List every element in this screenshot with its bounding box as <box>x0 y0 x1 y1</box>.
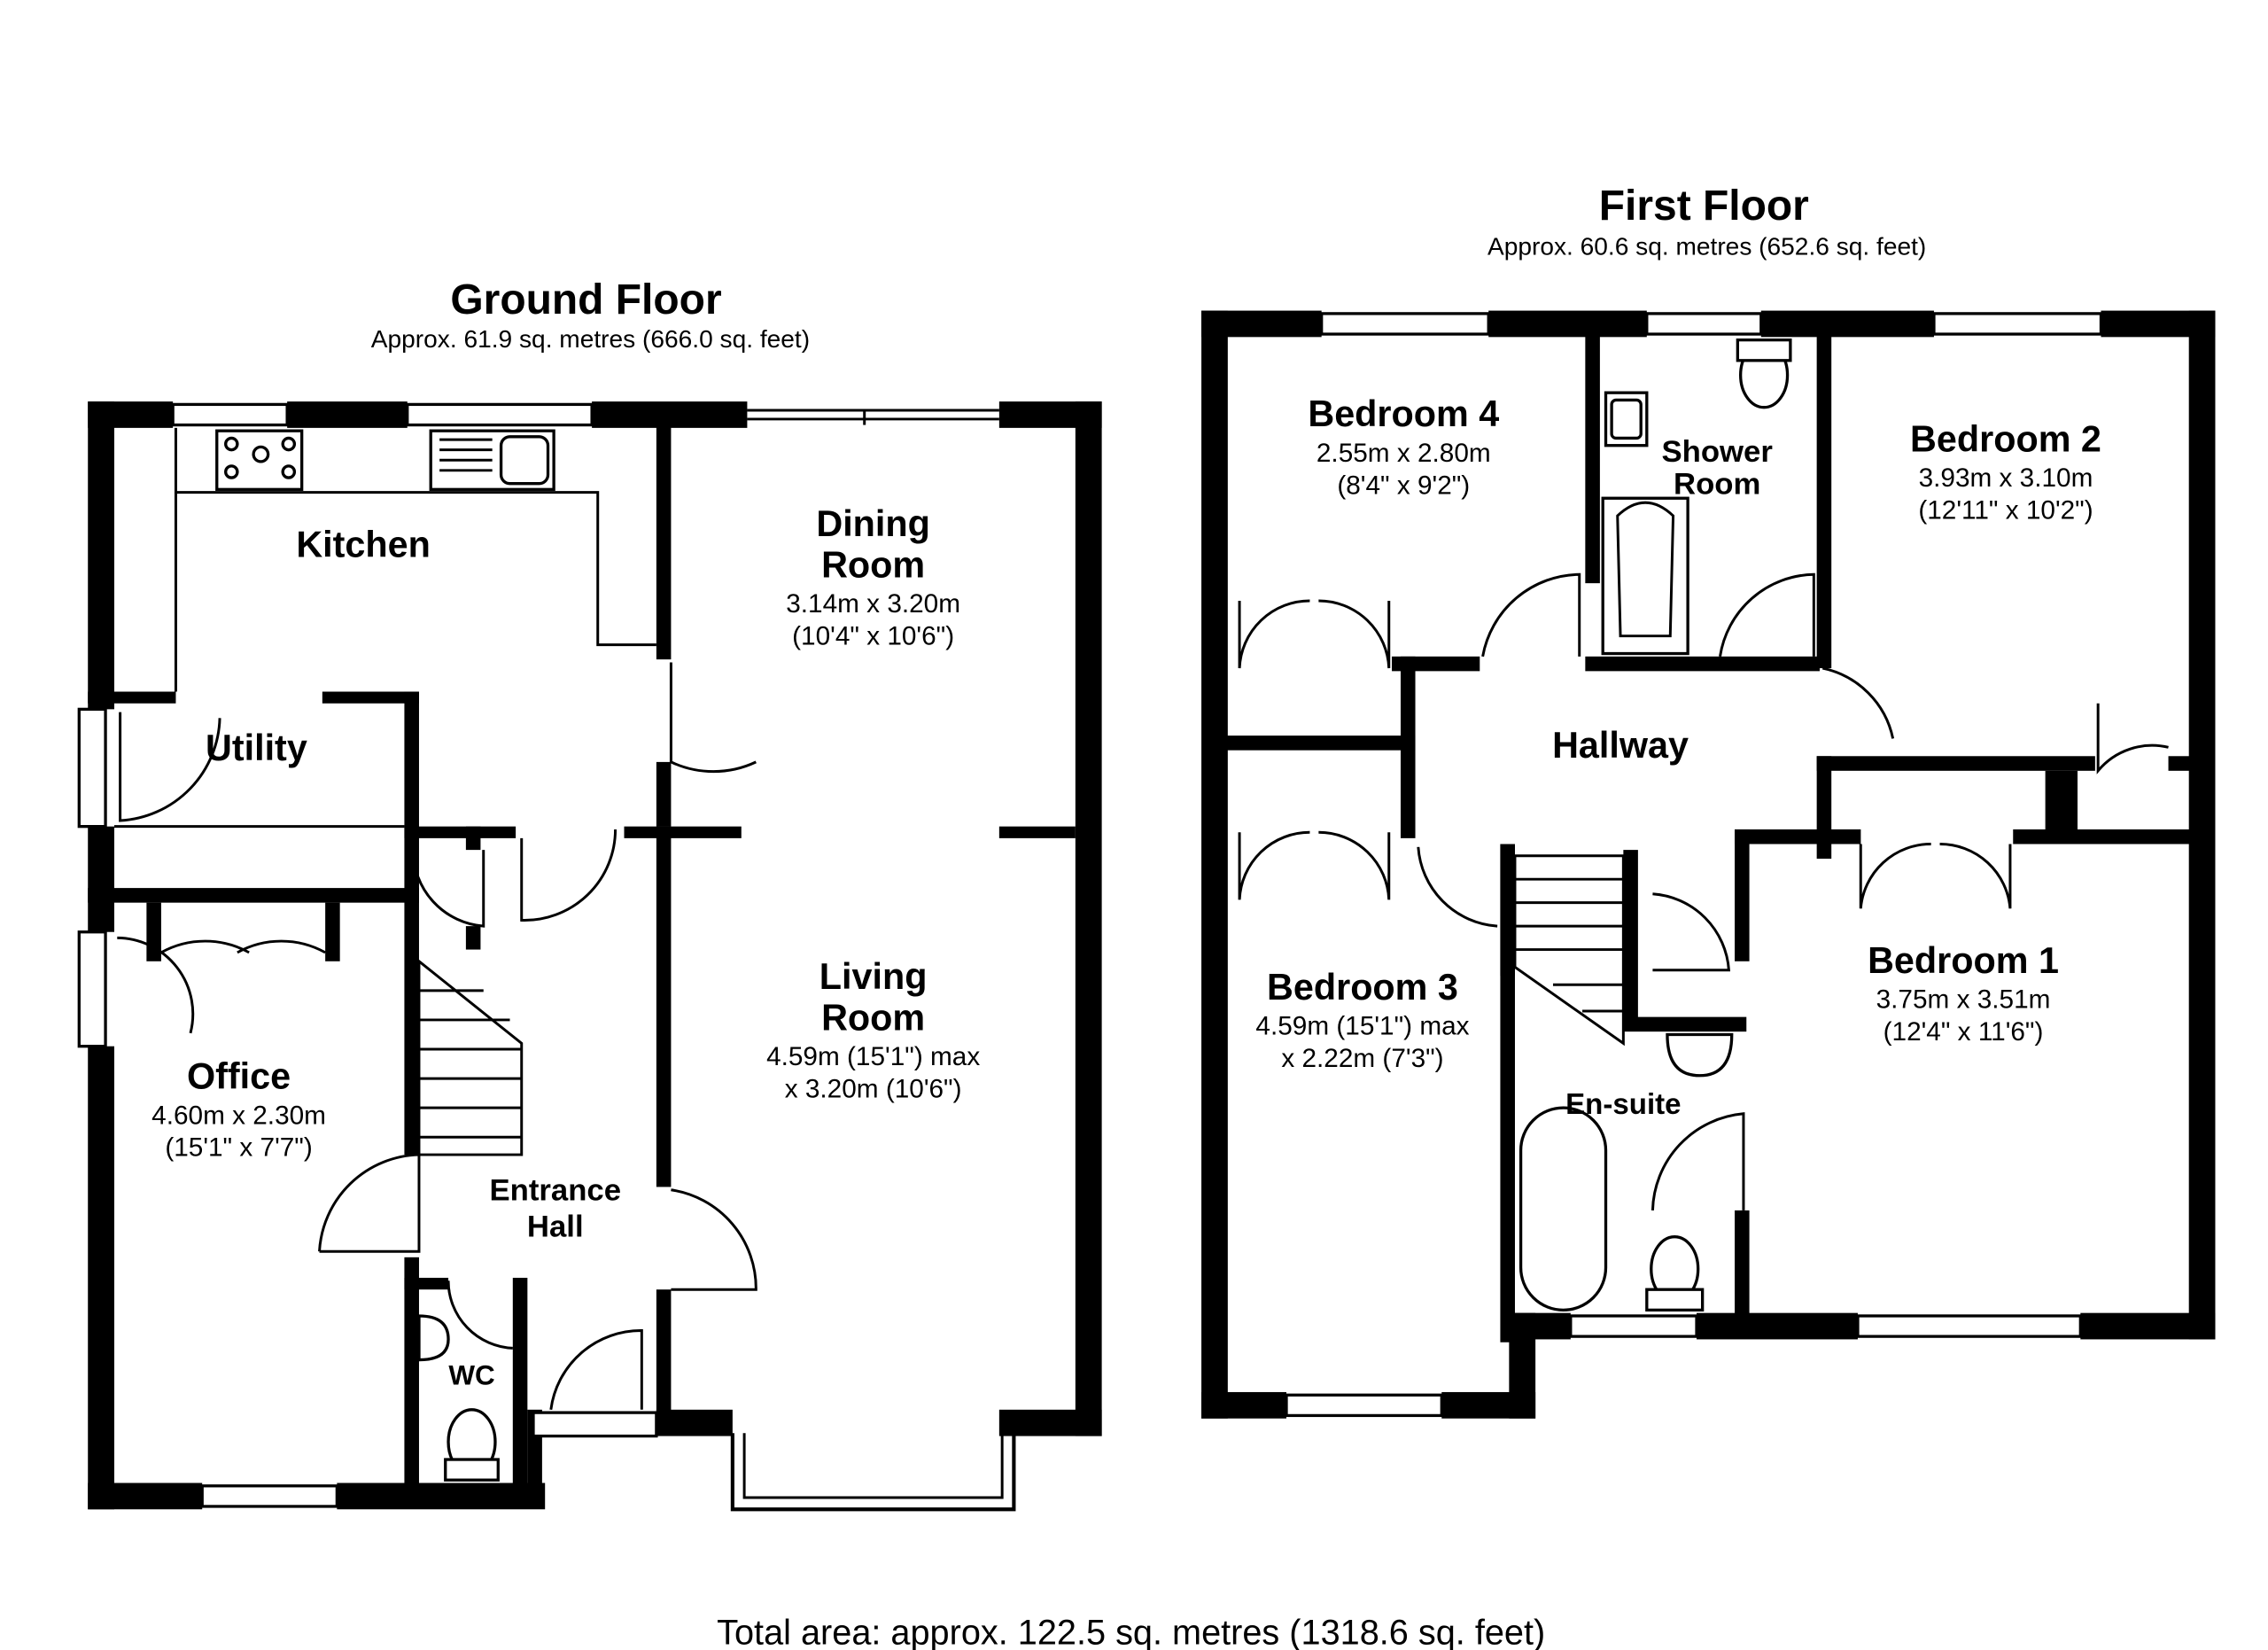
wc-name: WC <box>448 1360 494 1391</box>
first-floor-plan: First Floor Approx. 60.6 sq. metres (652… <box>1201 183 2216 1419</box>
utility-name: Utility <box>206 728 307 768</box>
first-floor-doors <box>1238 572 2169 1210</box>
total-area: Total area: approx. 122.5 sq. metres (13… <box>717 1613 1545 1650</box>
bedroom-1-dim-1: 3.75m x 3.51m <box>1876 985 2051 1015</box>
ground-floor-area: Approx. 61.9 sq. metres (666.0 sq. feet) <box>371 325 810 353</box>
first-floor-walls <box>1201 310 2216 1419</box>
entrance-hall-name-2: Hall <box>527 1210 584 1244</box>
office-dim-2: (15'1" x 7'7") <box>165 1133 312 1163</box>
shower-room-name-2: Room <box>1674 467 1760 501</box>
ground-floor-windows <box>77 402 1016 1512</box>
en-suite-name: En-suite <box>1565 1088 1681 1121</box>
living-room-dim-2: x 3.20m (10'6") <box>785 1075 962 1104</box>
bedroom-2-dim-1: 3.93m x 3.10m <box>1919 463 2093 493</box>
bedroom-3-name: Bedroom 3 <box>1267 967 1458 1008</box>
bedroom-4-dim-2: (8'4" x 9'2") <box>1337 471 1470 500</box>
ground-floor-labels: Kitchen Utility Dining Room 3.14m x 3.20… <box>151 503 980 1390</box>
bedroom-1-name: Bedroom 1 <box>1868 940 2059 981</box>
bedroom-3-dim-1: 4.59m (15'1") max <box>1255 1011 1469 1040</box>
ground-floor-doors <box>117 662 757 1410</box>
dining-room-name-2: Room <box>821 545 925 586</box>
first-floor-title: First Floor <box>1599 183 1809 230</box>
bedroom-2-name: Bedroom 2 <box>1910 418 2101 459</box>
dining-room-dim-1: 3.14m x 3.20m <box>786 589 960 619</box>
shower-room-name-1: Shower <box>1661 435 1772 469</box>
living-room-dim-1: 4.59m (15'1") max <box>766 1042 980 1071</box>
bedroom-4-name: Bedroom 4 <box>1308 393 1499 434</box>
ground-floor-title: Ground Floor <box>450 276 721 323</box>
dining-room-dim-2: (10'4" x 10'6") <box>792 622 954 651</box>
entrance-hall-name-1: Entrance <box>489 1173 621 1207</box>
bedroom-1-dim-2: (12'4" x 11'6") <box>1884 1017 2044 1047</box>
ground-floor-plan: Ground Floor Approx. 61.9 sq. metres (66… <box>77 276 1102 1512</box>
living-room-name-1: Living <box>819 956 928 997</box>
bedroom-3-dim-2: x 2.22m (7'3") <box>1281 1044 1443 1073</box>
first-floor-labels: Bedroom 4 2.55m x 2.80m (8'4" x 9'2") Sh… <box>1255 393 2101 1121</box>
first-floor-fixtures <box>1513 338 1792 1312</box>
living-room-name-2: Room <box>821 998 925 1039</box>
bedroom-2-dim-2: (12'11" x 10'2") <box>1918 495 2093 525</box>
hallway-name: Hallway <box>1552 725 1689 766</box>
bedroom-4-dim-1: 2.55m x 2.80m <box>1317 439 1491 468</box>
dining-room-name-1: Dining <box>816 503 930 544</box>
first-floor-windows <box>1285 312 2103 1418</box>
ground-floor-fixtures <box>113 427 656 1482</box>
office-name: Office <box>187 1056 291 1097</box>
kitchen-name: Kitchen <box>296 524 431 564</box>
first-floor-area: Approx. 60.6 sq. metres (652.6 sq. feet) <box>1487 233 1926 261</box>
ground-floor-walls <box>88 401 1102 1510</box>
office-dim-1: 4.60m x 2.30m <box>151 1101 326 1130</box>
